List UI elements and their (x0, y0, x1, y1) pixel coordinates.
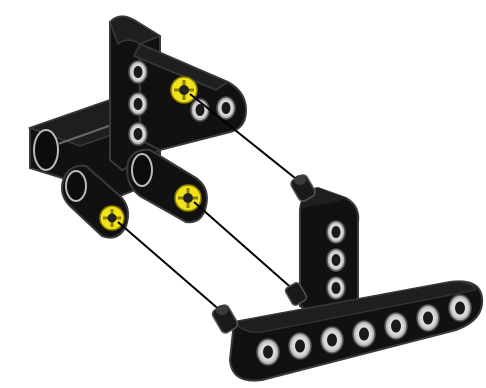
yellow-bushing-lower (100, 206, 124, 230)
yellow-bushing-middle (175, 185, 201, 211)
vertical-beam-right (300, 188, 358, 318)
guide-line-lower (118, 222, 222, 312)
guide-line-middle (194, 202, 296, 292)
yellow-bushing-upper (171, 77, 197, 103)
cross-beam-front (127, 150, 207, 222)
